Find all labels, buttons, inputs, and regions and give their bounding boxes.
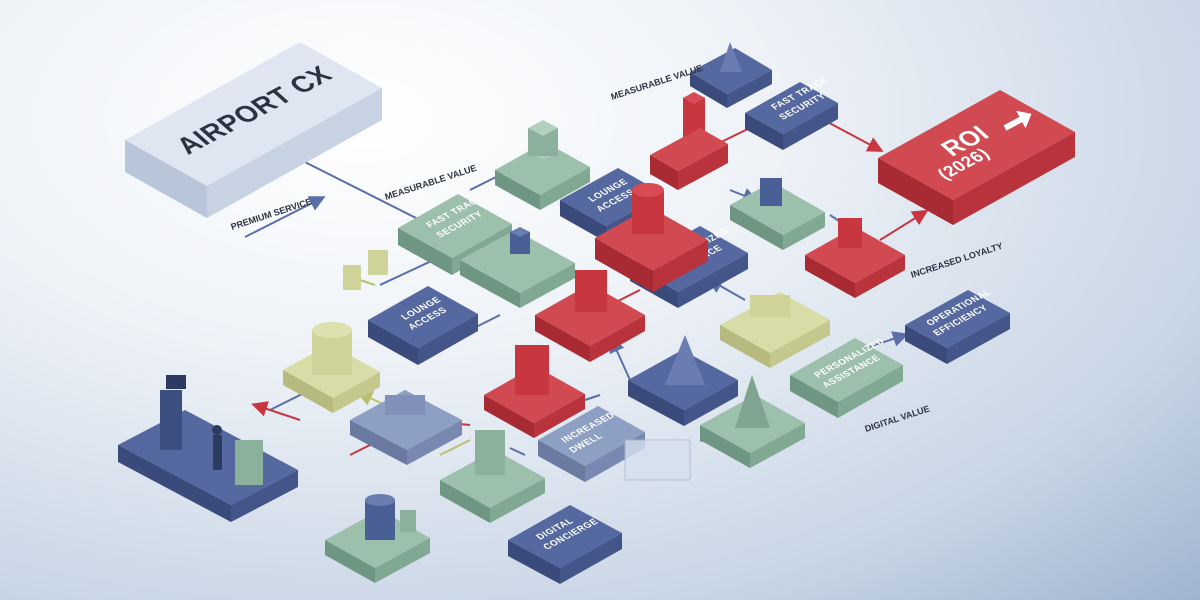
digital-value-label: DIGITAL VALUE <box>864 404 931 434</box>
up-arrow-icon <box>1003 110 1032 131</box>
connector <box>244 196 326 238</box>
connector <box>584 394 601 401</box>
kiosk-platform <box>118 375 298 522</box>
slate-block <box>350 390 462 465</box>
connector <box>439 439 471 456</box>
red-block-4 <box>535 270 645 362</box>
olive-block-right <box>720 292 830 368</box>
tile-digital-concierge: DIGITAL CONCIERGE <box>508 505 622 584</box>
red-block-3 <box>805 218 905 298</box>
connector <box>251 401 301 421</box>
connector <box>281 150 421 221</box>
green-block <box>495 120 590 210</box>
connector <box>509 447 526 456</box>
green-pyramid-block <box>700 375 805 468</box>
olive-cylinder-block <box>283 322 380 413</box>
premium-service-label: PREMIUM SERVICE <box>230 196 313 232</box>
tile-personalized-assistance-bottom: PERSONALIZED ASSISTANCE <box>790 337 903 418</box>
red-block-5 <box>484 345 585 438</box>
glass-box <box>624 439 691 481</box>
measurable-value-mid-label: MEASURABLE VALUE <box>384 163 478 202</box>
green-block-2 <box>460 227 575 308</box>
roi-block: ROI (2026) <box>878 90 1075 225</box>
green-block-4 <box>325 494 430 583</box>
decorative-blocks <box>118 42 905 583</box>
airport-cx-title-block: AIRPORT CX <box>125 42 382 218</box>
green-block-3 <box>440 430 545 523</box>
tile-fast-track-security-top: FAST TRACK SECURITY <box>745 75 838 150</box>
connector <box>879 209 929 241</box>
navy-pyramid-block <box>628 335 738 426</box>
navy-block-top <box>690 42 772 108</box>
navy-block-mid <box>730 178 825 250</box>
red-block-1 <box>650 128 728 190</box>
tile-lounge-access-left: LOUNGE ACCESS <box>368 286 478 365</box>
olive-cubes <box>343 250 388 290</box>
connector <box>359 279 376 286</box>
red-block-2 <box>595 183 708 292</box>
increased-loyalty-label: INCREASED LOYALTY <box>910 241 1004 280</box>
tile-operational-efficiency: OPERATIONAL EFFICIENCY <box>905 287 1010 364</box>
